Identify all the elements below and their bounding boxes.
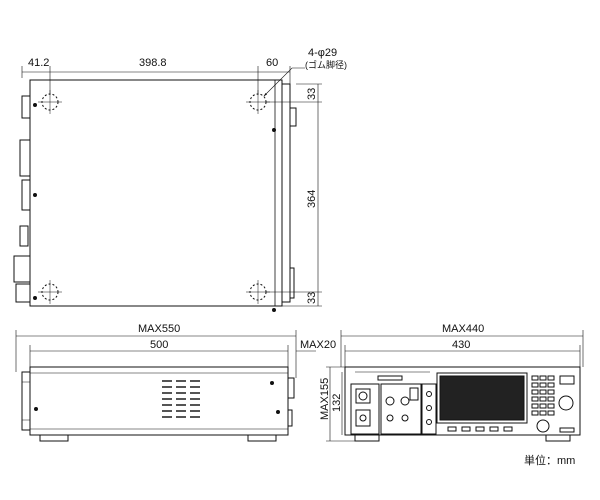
dim-hole-spacing: 398.8 <box>139 57 167 69</box>
dim-body-width: 430 <box>452 339 470 351</box>
top-view-rear-panel <box>281 83 291 303</box>
dim-max-protrusion: MAX20 <box>300 339 336 351</box>
display-screen <box>439 375 525 421</box>
keypad <box>531 375 555 416</box>
front-view <box>326 330 584 442</box>
rubber-foot-bottom-left <box>38 280 62 304</box>
front-view-body <box>344 366 581 436</box>
small-knob <box>536 419 550 433</box>
dim-top-margin: 33 <box>306 88 318 100</box>
dim-right-offset: 60 <box>266 57 278 69</box>
dim-max-length: MAX550 <box>138 323 180 335</box>
side-view <box>15 330 316 442</box>
top-view-body <box>29 79 283 307</box>
side-view-body <box>29 366 289 436</box>
dim-body-length: 500 <box>150 339 168 351</box>
top-view <box>13 66 322 312</box>
foot-callout-count: 4-φ29 <box>308 47 337 59</box>
unit-label: 単位：mm <box>524 453 575 467</box>
dim-bottom-margin: 33 <box>306 292 318 304</box>
vent-slots <box>162 380 200 418</box>
dim-mid-span: 364 <box>306 190 318 208</box>
foot-callout-note: (ゴム脚径) <box>305 59 347 70</box>
dim-max-height: MAX155 <box>319 378 331 420</box>
display-frame <box>436 372 528 424</box>
dim-left-offset: 41.2 <box>28 57 49 69</box>
rotary-encoder <box>558 395 574 411</box>
dim-body-height: 132 <box>331 394 343 412</box>
dim-max-width: MAX440 <box>442 323 484 335</box>
